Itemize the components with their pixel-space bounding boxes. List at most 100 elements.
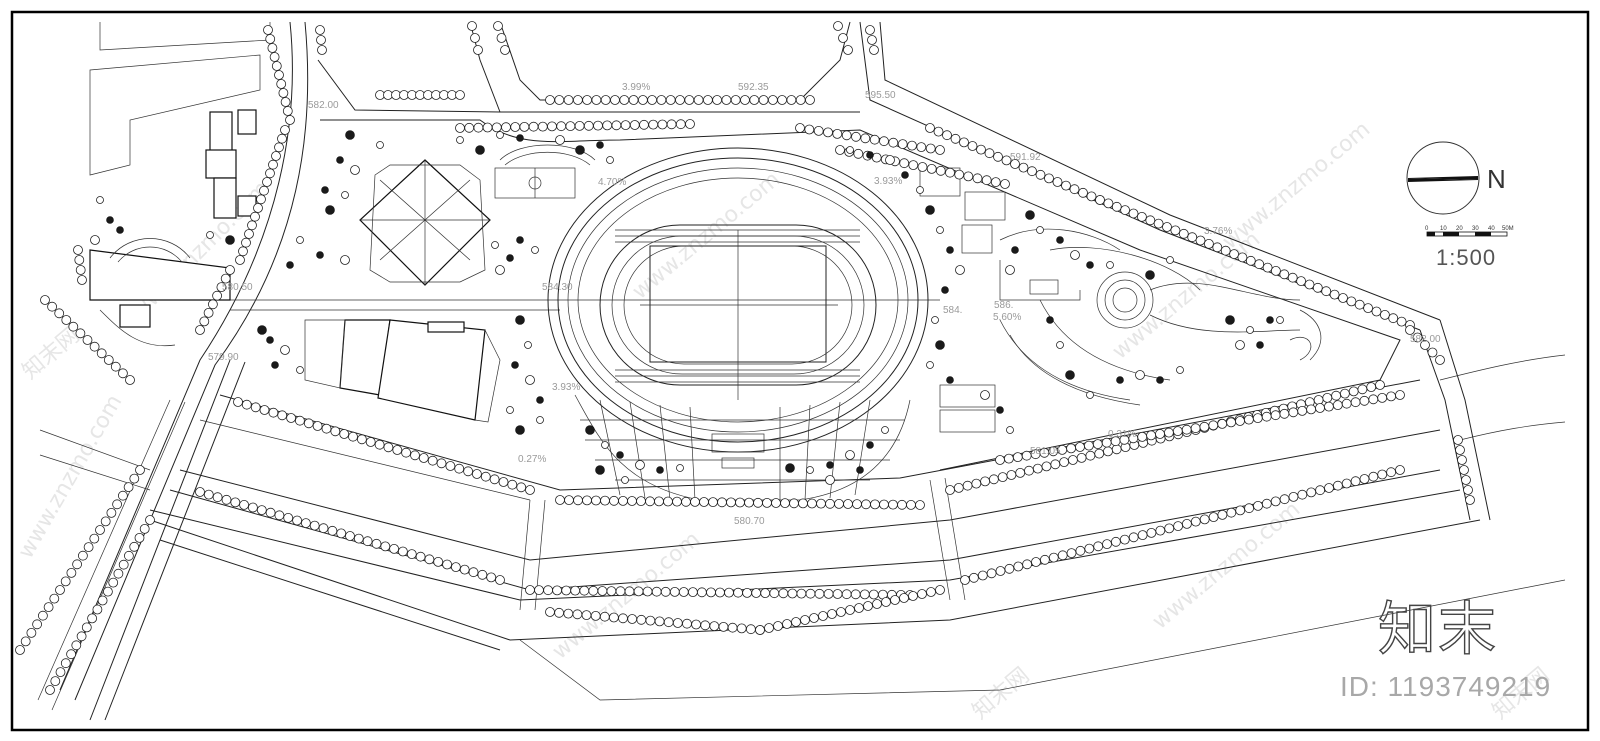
shrub-symbol bbox=[336, 156, 344, 164]
tree-symbol bbox=[926, 163, 937, 174]
tree-symbol bbox=[675, 95, 685, 105]
tree-symbol bbox=[621, 476, 629, 484]
slope-label: 0.27% bbox=[518, 454, 546, 465]
tree-symbol bbox=[1070, 250, 1080, 260]
tree-symbol bbox=[688, 587, 698, 597]
tree-symbol bbox=[406, 549, 417, 559]
tree-symbol bbox=[1297, 405, 1308, 416]
tree-symbol bbox=[339, 429, 350, 439]
shrub-symbol bbox=[1156, 376, 1164, 384]
elevation-label: 582.00 bbox=[308, 100, 339, 111]
tree-symbol bbox=[838, 33, 848, 43]
tree-symbol bbox=[602, 120, 613, 131]
tree-symbol bbox=[841, 130, 852, 141]
tree-symbol bbox=[620, 120, 631, 130]
elevation-label: 581.05 bbox=[1030, 446, 1061, 457]
tree-symbol bbox=[267, 43, 278, 53]
tree-symbol bbox=[769, 588, 780, 599]
tree-symbol bbox=[206, 231, 214, 239]
scale-tick: 20 bbox=[1456, 226, 1463, 232]
scale-bar: 0 10 20 30 40 50M 1:500 bbox=[1425, 226, 1514, 270]
tree-symbol bbox=[495, 575, 505, 585]
tree-symbol bbox=[1244, 414, 1254, 425]
tree-symbol bbox=[1341, 398, 1352, 409]
tree-symbol bbox=[865, 25, 875, 35]
tree-symbol bbox=[555, 495, 565, 505]
tree-symbol bbox=[92, 604, 103, 615]
tree-symbol bbox=[112, 499, 122, 510]
tree-symbol bbox=[881, 597, 891, 607]
tree-symbol bbox=[1420, 340, 1430, 350]
tree-symbol bbox=[1333, 480, 1343, 491]
north-arrow: N bbox=[1406, 141, 1506, 215]
tree-symbol bbox=[199, 316, 210, 327]
tree-symbol bbox=[827, 609, 837, 619]
tree-symbol bbox=[89, 533, 100, 544]
tree-symbol bbox=[868, 589, 879, 600]
tree-symbol bbox=[233, 397, 243, 407]
tree-symbol bbox=[917, 589, 927, 599]
tree-symbol bbox=[654, 616, 665, 627]
tree-symbol bbox=[78, 550, 88, 561]
tree-symbol bbox=[296, 366, 304, 374]
tree-symbol bbox=[869, 134, 880, 145]
tree-symbol bbox=[263, 25, 273, 35]
tree-symbol bbox=[1032, 463, 1043, 474]
tree-symbol bbox=[890, 595, 900, 605]
tree-symbol bbox=[563, 95, 574, 105]
tree-symbol bbox=[250, 402, 261, 413]
tree-symbol bbox=[697, 587, 707, 598]
tree-symbol bbox=[365, 437, 376, 447]
tree-symbol bbox=[971, 478, 982, 489]
tree-symbol bbox=[1111, 201, 1122, 212]
tree-symbol bbox=[1145, 215, 1156, 226]
south-halls bbox=[304, 319, 501, 423]
elevation-label: 592.35 bbox=[738, 82, 769, 93]
tree-symbol bbox=[1103, 446, 1113, 457]
tree-symbol bbox=[362, 536, 373, 547]
tree-symbol bbox=[50, 676, 61, 686]
tree-symbol bbox=[239, 499, 250, 510]
tree-symbol bbox=[682, 618, 692, 629]
tree-symbol bbox=[881, 426, 889, 434]
tree-symbol bbox=[220, 273, 231, 284]
tree-symbol bbox=[570, 585, 581, 596]
tree-symbol bbox=[609, 495, 619, 506]
tree-symbol bbox=[758, 95, 769, 105]
shrub-symbol bbox=[1145, 270, 1155, 280]
tree-symbol bbox=[1013, 561, 1024, 572]
tree-symbol bbox=[507, 479, 518, 490]
shrub-symbol bbox=[656, 466, 664, 474]
tree-symbol bbox=[1459, 465, 1469, 475]
tree-symbol bbox=[1195, 235, 1206, 246]
tree-symbol bbox=[563, 608, 574, 619]
tree-symbol bbox=[818, 611, 828, 621]
slope-label: 3.76% bbox=[1204, 226, 1232, 237]
tree-symbol bbox=[96, 196, 104, 204]
scale-tick: 50M bbox=[1502, 226, 1514, 232]
tree-symbol bbox=[203, 307, 214, 318]
tree-symbol bbox=[870, 499, 880, 510]
tree-symbol bbox=[96, 348, 107, 359]
tree-symbol bbox=[832, 589, 843, 599]
tree-symbol bbox=[60, 658, 71, 669]
tree-symbol bbox=[627, 614, 638, 624]
tree-symbol bbox=[639, 119, 649, 130]
tree-symbol bbox=[195, 487, 205, 497]
tree-symbol bbox=[1066, 443, 1076, 454]
tree-symbol bbox=[506, 406, 514, 414]
tree-symbol bbox=[1128, 208, 1139, 219]
tree-symbol bbox=[691, 619, 701, 630]
tree-symbol bbox=[1324, 483, 1334, 493]
tree-symbol bbox=[980, 476, 990, 487]
tree-symbol bbox=[888, 499, 898, 510]
tree-symbol bbox=[495, 265, 505, 275]
tree-symbol bbox=[510, 122, 521, 132]
tree-symbol bbox=[582, 95, 592, 105]
tree-symbol bbox=[724, 587, 734, 598]
shrub-symbol bbox=[516, 236, 524, 244]
tree-symbol bbox=[118, 490, 128, 501]
shrub-symbol bbox=[516, 134, 524, 142]
tree-symbol bbox=[867, 35, 877, 45]
tree-symbol bbox=[1006, 470, 1017, 480]
